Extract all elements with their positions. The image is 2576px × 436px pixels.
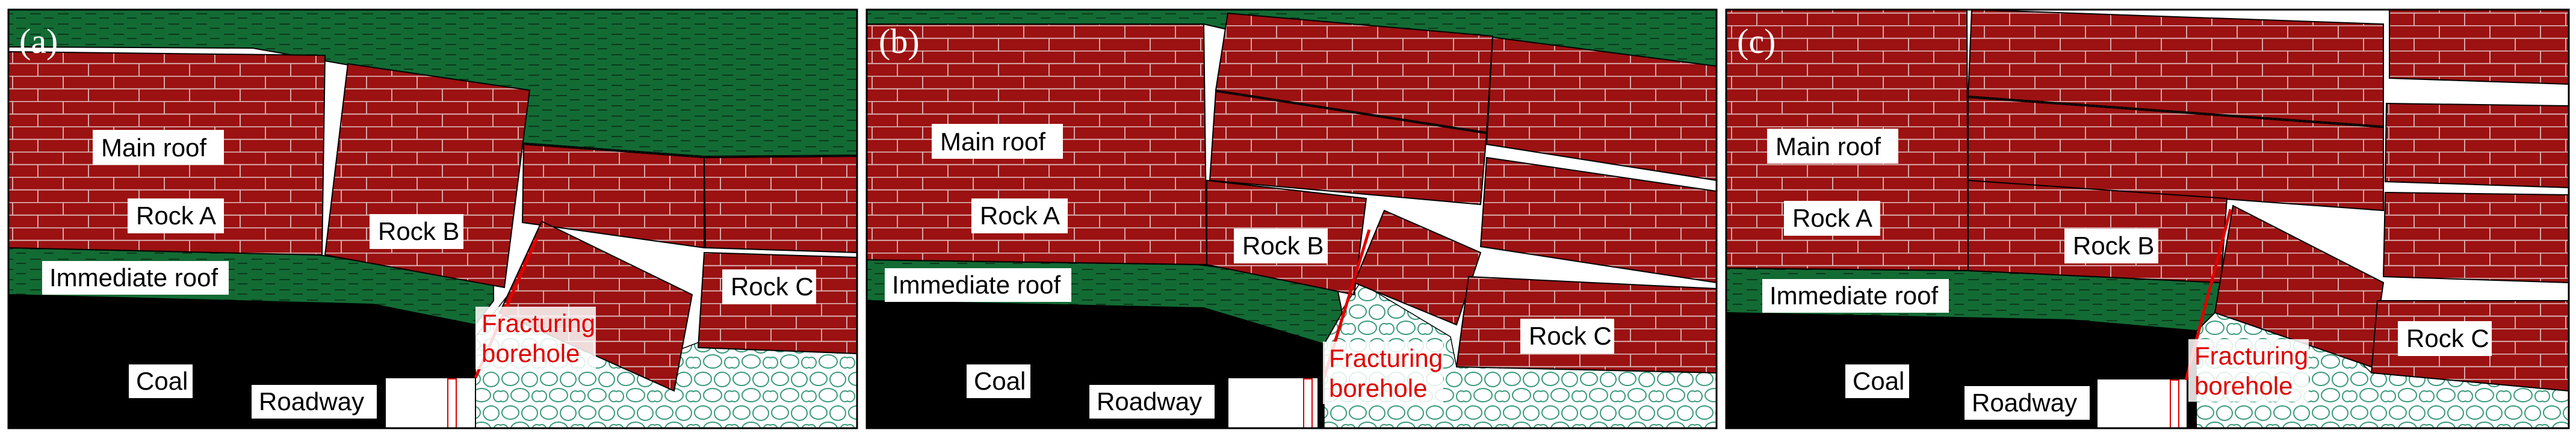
panel-b-label-rock-b-bg	[1234, 229, 1328, 263]
panel-a-label-main-roof-bg	[93, 130, 224, 165]
panel-b-label-rock-a-bg	[971, 198, 1068, 233]
panel-b-label-rock-c: Rock C	[1529, 322, 1612, 350]
panel-c-label-main-roof-bg	[1767, 129, 1898, 164]
panel-c-label-borehole: borehole	[2194, 372, 2293, 400]
panel-a-label-roadway: Roadway	[259, 387, 364, 416]
panel-a-roadway	[385, 377, 476, 429]
panel-a-rock-far-right	[703, 155, 858, 254]
panel-b-label-coal: Coal	[974, 367, 1026, 395]
panel-a: (a) Main roof Rock A Rock B Rock C Immed…	[7, 8, 858, 429]
panel-b: (b) Main roof Rock A Rock B Rock C Immed…	[865, 8, 1718, 429]
panel-c-label-coal: Coal	[1853, 367, 1904, 395]
panel-a-label-rock-a-bg	[128, 198, 224, 233]
panel-a-label-coal-bg	[129, 364, 193, 398]
panel-a-label-roadway-bg	[252, 385, 377, 419]
panel-c-rock-far-right-top	[2389, 9, 2569, 85]
panel-c-rock-far-right-mid	[2384, 102, 2569, 189]
panel-c-label-rock-a: Rock A	[1792, 204, 1872, 232]
panel-c-rock-b-top	[1967, 8, 2384, 127]
panel-b-label-borehole: borehole	[1329, 374, 1427, 402]
panel-a-label-coal: Coal	[136, 367, 188, 395]
panel-b-label-rock-c-bg	[1520, 319, 1614, 354]
panel-a-label-rock-b-bg	[370, 214, 463, 249]
panel-a-borehole	[447, 378, 457, 429]
panel-c-label-roadway-bg	[1965, 386, 2090, 420]
panel-b-label-main-roof: Main roof	[940, 127, 1045, 156]
panel-a-label-fracturing-bg	[475, 307, 596, 369]
panel-b-rock-b-top	[1215, 12, 1494, 134]
panel-c-rock-b-mid	[1968, 96, 2384, 212]
panel-b-label-immediate-roof: Immediate roof	[892, 271, 1060, 299]
panel-c-label-immediate-roof: Immediate roof	[1769, 281, 1938, 310]
panel-a-label-immediate-roof-bg	[42, 261, 229, 295]
panel-a-label-fracturing: Fracturing	[481, 309, 595, 337]
panel-b-label-rock-b: Rock B	[1242, 232, 1324, 260]
panel-a-frame	[7, 8, 858, 429]
panel-c-label-rock-a-bg	[1784, 201, 1880, 236]
panel-c-label-fracturing-bg	[2188, 339, 2309, 402]
panel-b-borehole	[1303, 378, 1313, 429]
panel-a-label-immediate-roof: Immediate roof	[49, 263, 218, 292]
panel-c-label-roadway: Roadway	[1972, 388, 2077, 417]
panel-c-label-fracturing: Fracturing	[2194, 342, 2308, 370]
panel-b-label-fracturing-bg	[1323, 342, 1443, 404]
panel-c-label-rock-b-bg	[2064, 229, 2158, 263]
panel-c-letter: (c)	[1737, 22, 1776, 61]
panel-a-label-main-roof: Main roof	[101, 134, 206, 162]
panel-c-label-rock-b: Rock B	[2073, 232, 2154, 260]
panel-b-label-coal-bg	[967, 364, 1030, 398]
panel-b-label-main-roof-bg	[932, 124, 1063, 159]
panel-c-label-main-roof: Main roof	[1776, 132, 1881, 161]
panel-a-label-rock-c-bg	[722, 269, 816, 304]
panel-b-label-fracturing: Fracturing	[1329, 344, 1443, 372]
panel-a-label-rock-a: Rock A	[136, 201, 216, 230]
panel-c-rock-far-right-low	[2382, 191, 2569, 284]
panel-c-label-immediate-roof-bg	[1762, 279, 1949, 313]
panel-b-rock-tilted	[1353, 209, 1482, 326]
panel-a-label-rock-c: Rock C	[731, 272, 814, 301]
panel-b-label-roadway-bg	[1089, 385, 1215, 419]
panel-b-rock-b-mid	[1209, 90, 1488, 206]
panel-b-letter: (b)	[879, 22, 920, 61]
panel-c: (c) Main roof Rock A Rock B Rock C Immed…	[1725, 8, 2570, 429]
panel-b-frame	[865, 8, 1718, 429]
panel-a-rock-tilted	[498, 220, 693, 392]
panel-b-label-roadway: Roadway	[1097, 387, 1202, 416]
panel-c-frame	[1725, 8, 2570, 429]
panel-a-rock-upper-right	[521, 143, 705, 249]
panel-c-label-rock-c-bg	[2398, 321, 2492, 356]
panel-b-label-rock-a: Rock A	[980, 201, 1060, 230]
panel-c-borehole	[2170, 379, 2179, 429]
panel-a-label-borehole: borehole	[481, 339, 580, 367]
panel-a-rock-b	[324, 63, 531, 289]
panel-a-letter: (a)	[19, 22, 58, 61]
panel-c-label-coal-bg	[1845, 364, 1909, 398]
panel-c-label-rock-c: Rock C	[2406, 324, 2489, 352]
panel-a-label-rock-b: Rock B	[378, 217, 459, 245]
panel-b-label-immediate-roof-bg	[885, 268, 1071, 302]
